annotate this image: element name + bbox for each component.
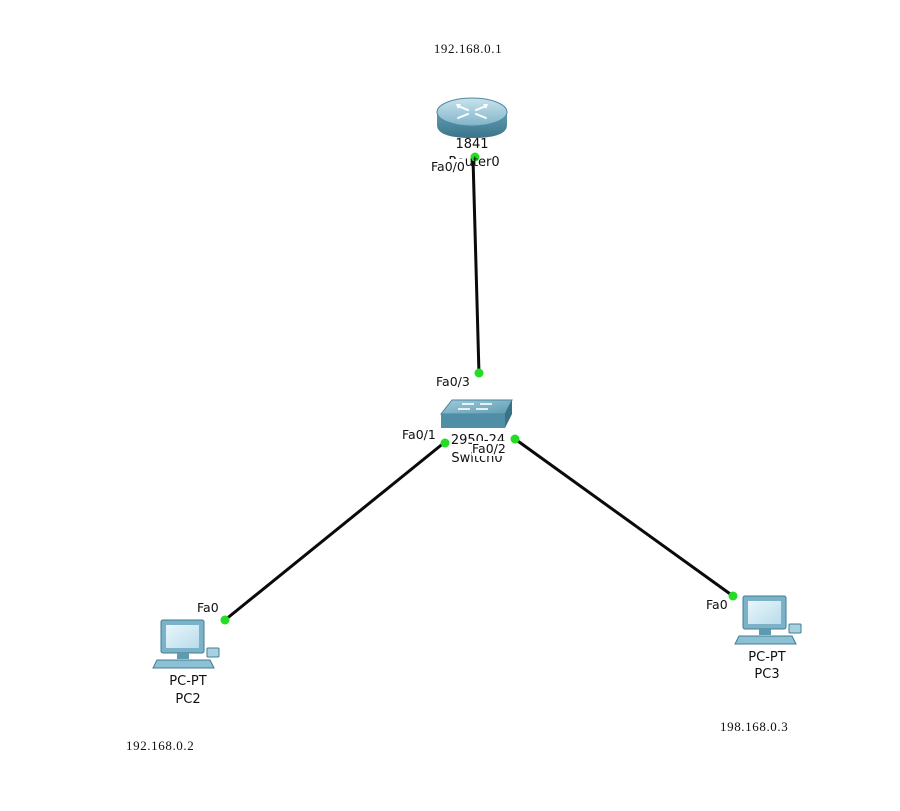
link-switch-pc2[interactable] [224,440,446,622]
router-icon[interactable] [436,97,508,138]
pc3-icon[interactable] [734,595,802,645]
port-dot-switch-fa0-1 [440,438,450,448]
pc2-name-label: PC2 [175,692,201,707]
pc3-port-label: Fa0 [706,597,728,612]
router-ip-label: 192.168.0.1 [433,41,503,56]
pc2-type-label: PC-PT [169,674,207,689]
pc3-type-label: PC-PT [748,650,786,665]
pc3-name-label: PC3 [754,667,780,682]
switch-port-fa0-3-label: Fa0/3 [436,374,470,389]
switch-icon[interactable] [439,399,513,428]
port-dot-pc2-fa0 [220,615,230,625]
pc2-icon[interactable] [152,619,220,669]
router-model-label: 1841 [455,137,489,152]
link-switch-pc3[interactable] [514,437,734,598]
switch-port-fa0-1-label: Fa0/1 [402,427,436,442]
link-router-switch[interactable] [471,157,481,375]
port-dot-switch-fa0-2 [510,434,520,444]
pc2-port-label: Fa0 [197,600,219,615]
pc3-ip-label: 198.168.0.3 [720,719,789,734]
pc2-ip-label: 192.168.0.2 [126,738,195,753]
switch-port-fa0-2-label: Fa0/2 [472,441,506,456]
port-dot-pc3-fa0 [728,591,738,601]
port-dot-switch-fa0-3 [474,368,484,378]
port-dot-router-fa0-0 [470,152,480,162]
router-port-label: Fa0/0 [431,159,465,174]
